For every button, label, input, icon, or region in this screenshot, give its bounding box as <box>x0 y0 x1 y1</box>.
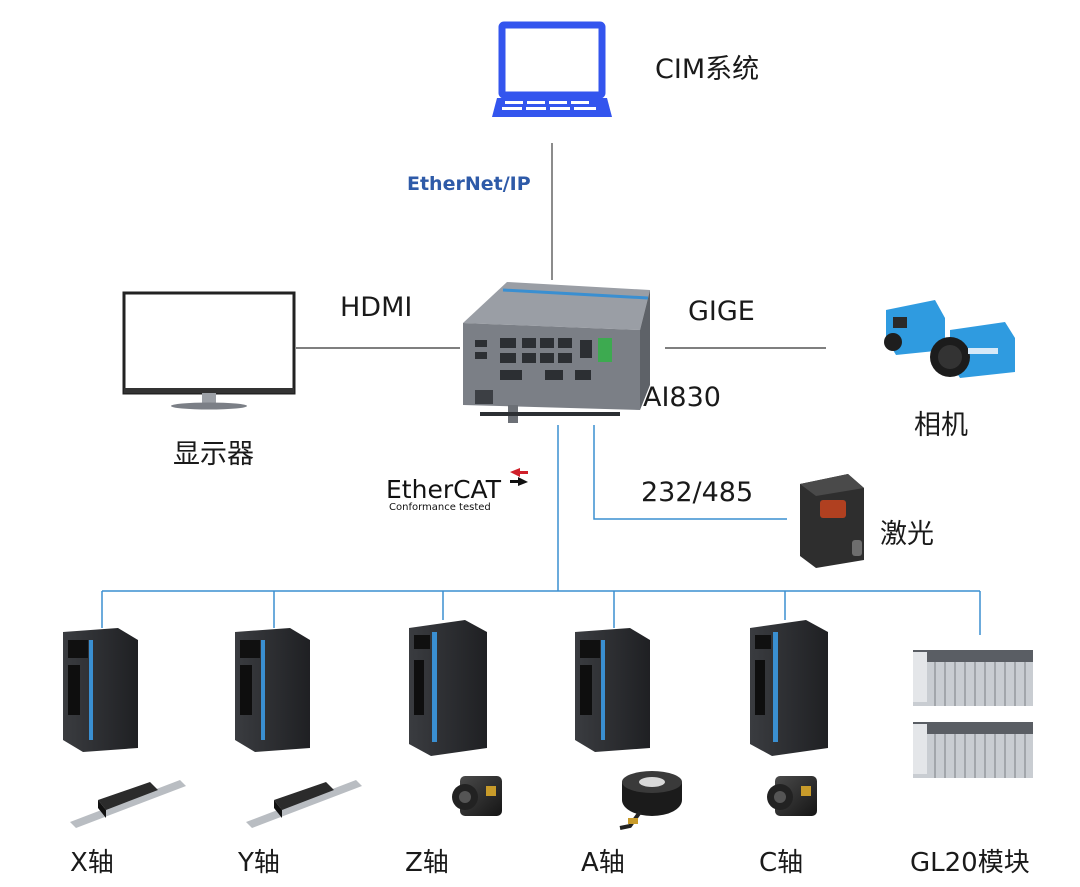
servo-drive-y-icon <box>235 628 310 752</box>
gl20-module-icon <box>913 650 1033 778</box>
dd-motor-a-icon <box>619 771 682 830</box>
serial-label: 232/485 <box>641 477 754 508</box>
display-label: 显示器 <box>173 439 254 470</box>
linear-motor-y-icon <box>246 780 362 828</box>
axis-x-label: X轴 <box>70 848 114 878</box>
controller-box-icon <box>463 282 650 423</box>
servo-drive-a-icon <box>575 628 650 752</box>
gl20-module-label: GL20模块 <box>910 848 1030 878</box>
serial-link-line <box>593 425 787 520</box>
servo-drive-z-icon <box>409 620 487 756</box>
cim-system-label: CIM系统 <box>655 54 760 85</box>
laser-sensor-icon <box>800 474 864 568</box>
connection-lines <box>101 143 981 635</box>
svg-text:EtherNet/IP: EtherNet/IP <box>407 173 531 195</box>
axis-z-label: Z轴 <box>405 848 449 878</box>
computer-icon <box>492 21 612 117</box>
camera-icon <box>884 300 1015 378</box>
servo-motor-z-icon <box>452 776 502 816</box>
servo-drive-c-icon <box>750 620 828 756</box>
hdmi-label: HDMI <box>340 292 413 323</box>
linear-motor-x-icon <box>70 780 186 828</box>
ethernetip-logo: EtherNet/IP <box>407 173 531 195</box>
axis-c-label: C轴 <box>759 848 804 878</box>
axis-y-label: Y轴 <box>238 848 280 878</box>
gige-label: GIGE <box>688 296 755 327</box>
svg-text:Conformance tested: Conformance tested <box>389 502 491 513</box>
ethercat-logo: EtherCAT Conformance tested <box>386 468 528 513</box>
camera-label: 相机 <box>914 410 968 441</box>
servo-drive-x-icon <box>63 628 138 752</box>
controller-model-label: AI830 <box>643 382 721 413</box>
servo-motor-c-icon <box>767 776 817 816</box>
monitor-icon <box>122 291 296 410</box>
svg-text:EtherCAT: EtherCAT <box>386 475 502 504</box>
axis-a-label: A轴 <box>581 848 625 878</box>
laser-label: 激光 <box>880 519 934 550</box>
